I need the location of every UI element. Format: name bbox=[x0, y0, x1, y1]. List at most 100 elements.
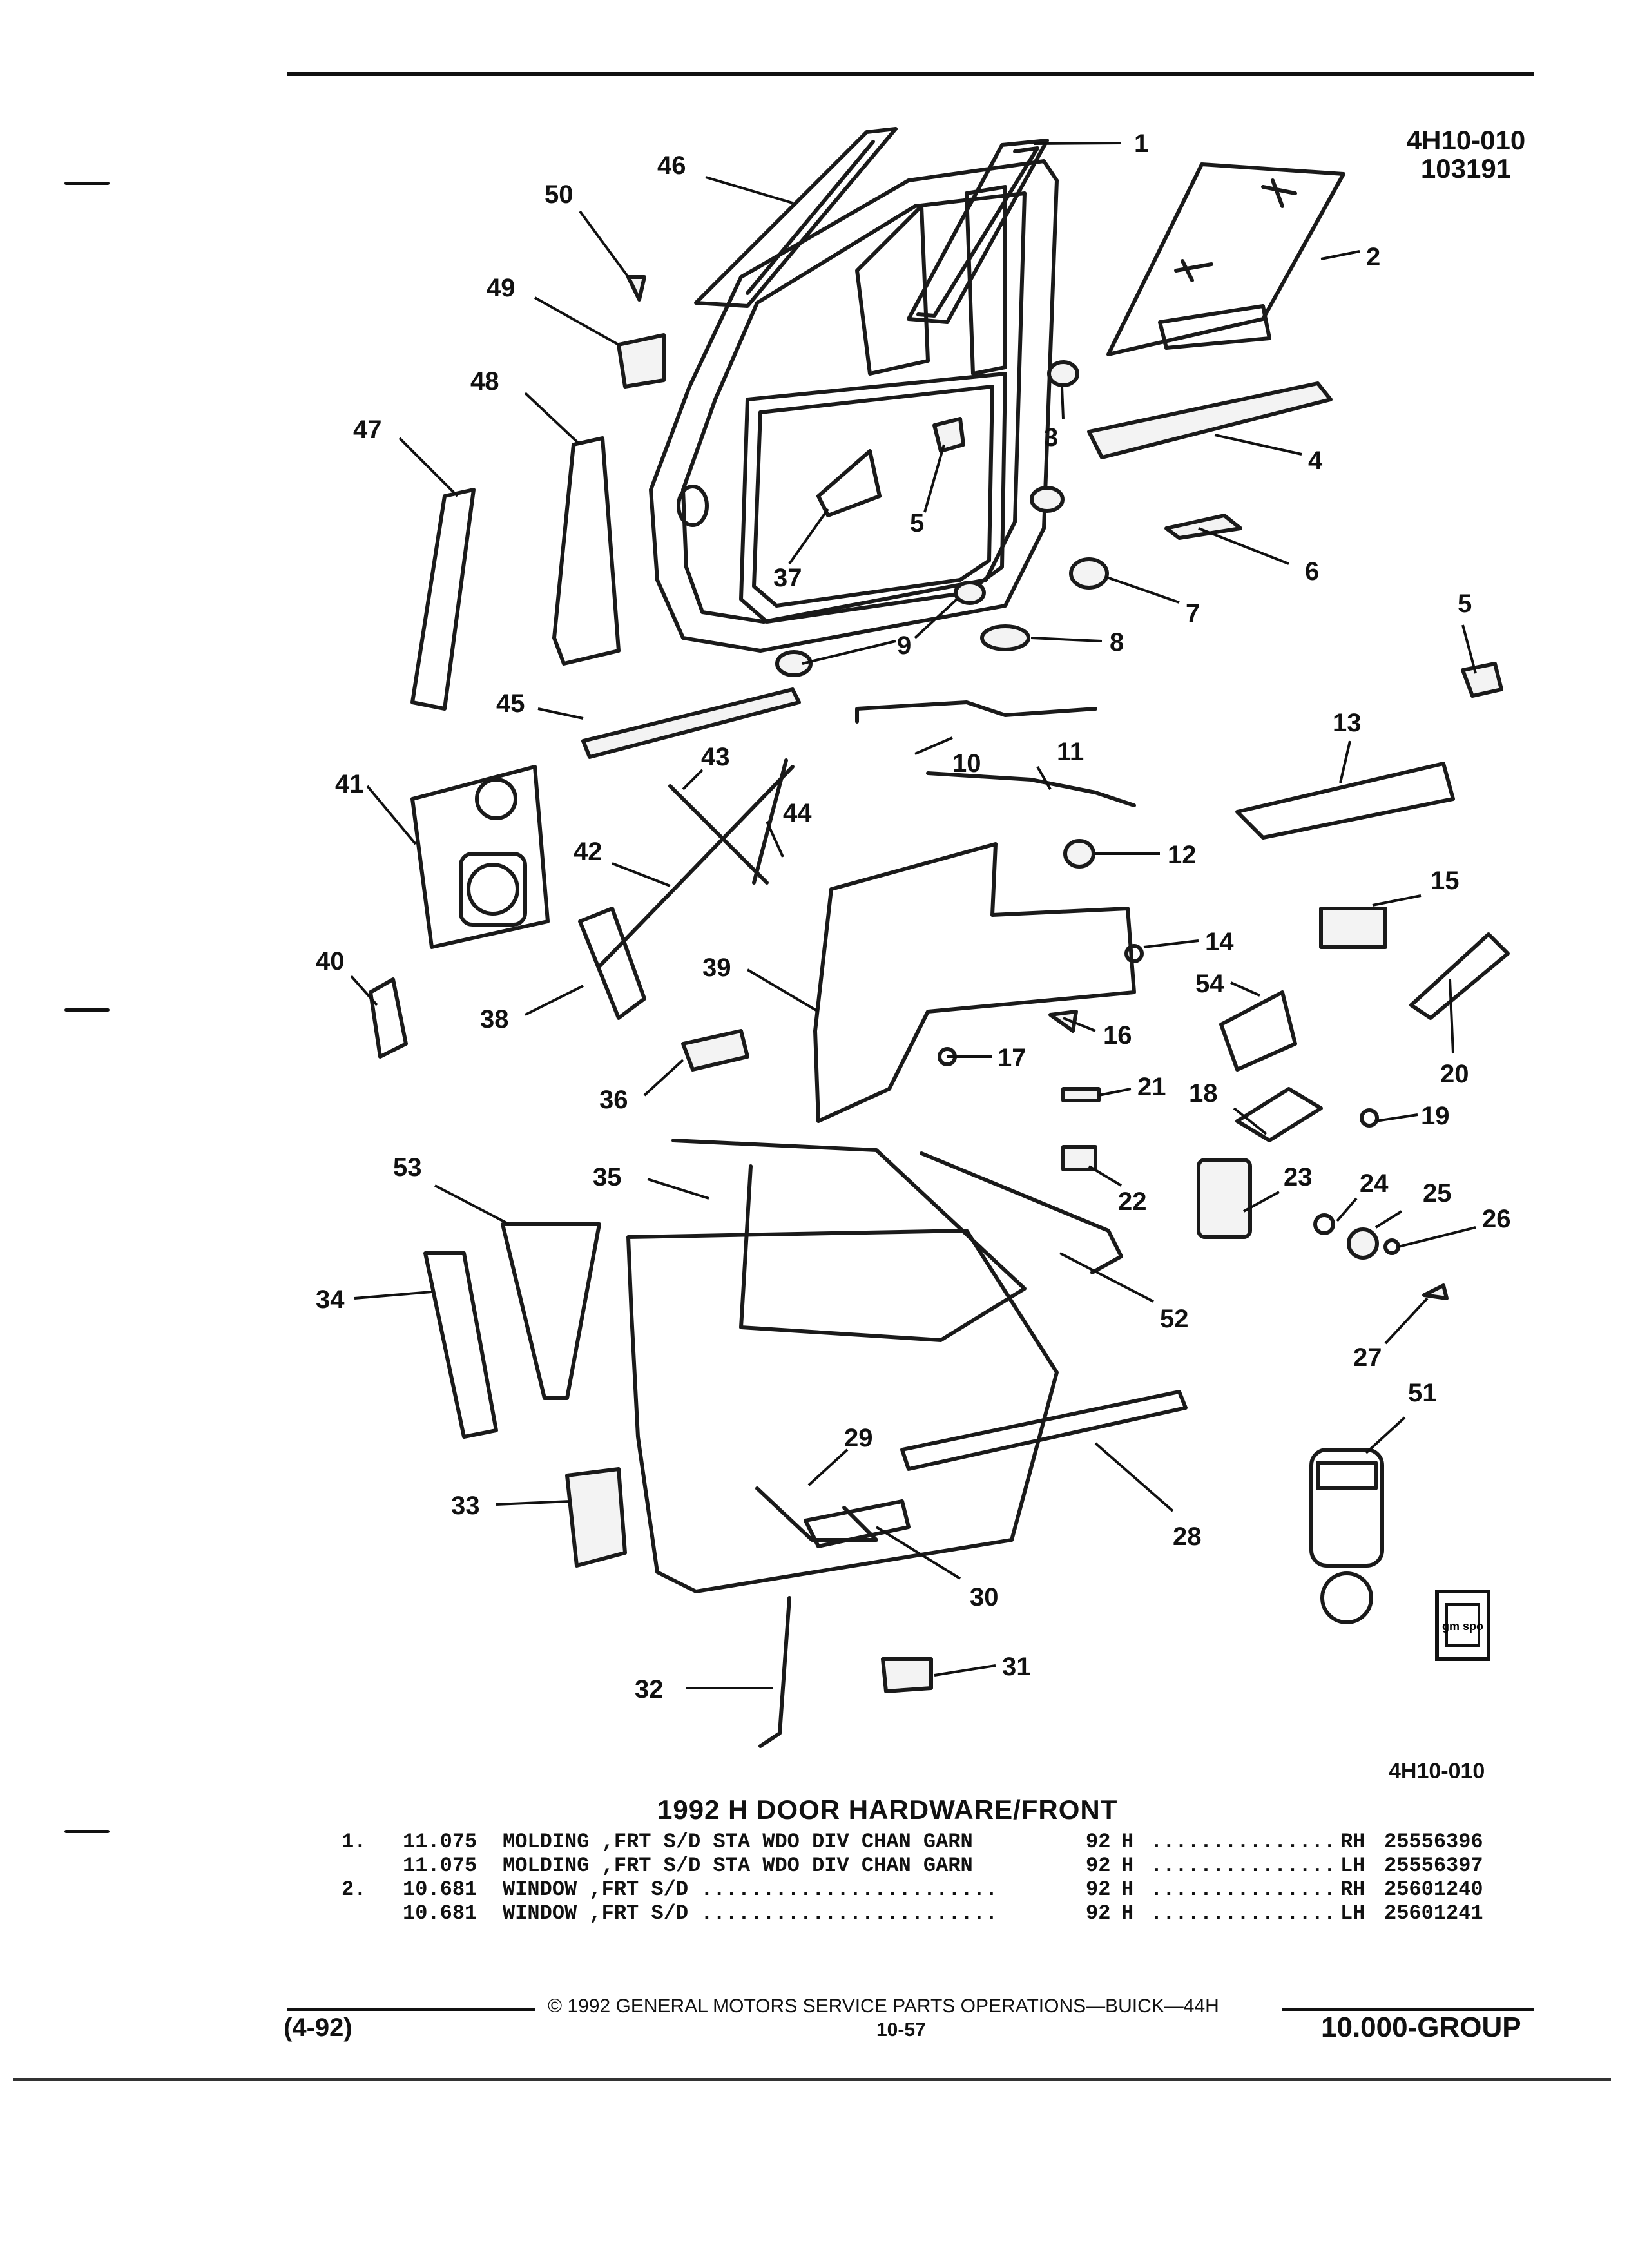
description: WINDOW ,FRT S/D ........................ bbox=[503, 1901, 998, 1925]
callout-36: 36 bbox=[599, 1086, 628, 1114]
callout-46: 46 bbox=[657, 151, 686, 180]
margin-tick bbox=[64, 182, 110, 185]
callout-38: 38 bbox=[480, 1005, 509, 1033]
bottom-rule bbox=[13, 2078, 1611, 2081]
callout-30: 30 bbox=[970, 1583, 999, 1611]
illustration-code: 4H10-010 103191 bbox=[1395, 126, 1537, 183]
group-number: 10.000-GROUP bbox=[1321, 2012, 1521, 2043]
part-2-window bbox=[1106, 162, 1345, 356]
part-number: 25556397 bbox=[1384, 1854, 1483, 1878]
callout-43: 43 bbox=[701, 743, 730, 771]
table-row: 2. 10.681 WINDOW ,FRT S/D ..............… bbox=[342, 1878, 1483, 1901]
part-7-plug bbox=[1069, 557, 1109, 590]
part-52-molding bbox=[920, 1151, 1123, 1274]
part-46-molding bbox=[694, 127, 898, 308]
callout-9: 9 bbox=[897, 631, 911, 660]
ref-number bbox=[342, 1901, 403, 1925]
callout-49: 49 bbox=[487, 274, 516, 302]
callout-20: 20 bbox=[1440, 1060, 1469, 1088]
callout-8: 8 bbox=[1110, 628, 1124, 657]
illustration-number: 103191 bbox=[1420, 153, 1512, 184]
part-48-channel bbox=[552, 436, 621, 666]
revision-date: (4-92) bbox=[284, 2013, 352, 2042]
part-number: 25601240 bbox=[1384, 1878, 1483, 1901]
callout-14: 14 bbox=[1205, 928, 1234, 956]
callout-48: 48 bbox=[470, 367, 499, 396]
margin-tick bbox=[64, 1008, 110, 1012]
part-5-clip-right bbox=[1461, 662, 1503, 698]
series: H bbox=[1121, 1830, 1134, 1854]
table-row: 10.681 WINDOW ,FRT S/D .................… bbox=[342, 1901, 1483, 1925]
callout-17: 17 bbox=[998, 1044, 1027, 1072]
copyright-line: © 1992 GENERAL MOTORS SERVICE PARTS OPER… bbox=[548, 1995, 1219, 2017]
illustration-code-text: 4H10-010 bbox=[1406, 125, 1526, 155]
side: RH bbox=[1340, 1878, 1365, 1901]
margin-tick bbox=[64, 1830, 110, 1833]
year: 92 bbox=[1086, 1830, 1111, 1854]
part-11-rod bbox=[926, 771, 1136, 807]
parts-list: 1. 11.075 MOLDING ,FRT S/D STA WDO DIV C… bbox=[342, 1830, 1483, 1925]
part-1-molding bbox=[907, 139, 1049, 324]
part-23-motor bbox=[1197, 1158, 1252, 1239]
part-3-bumper bbox=[1030, 360, 1079, 513]
part-10-rod bbox=[855, 700, 1097, 724]
year: 92 bbox=[1086, 1901, 1111, 1925]
illustration-code: 10.681 bbox=[403, 1901, 477, 1925]
front-door-frame bbox=[649, 159, 1059, 653]
series: H bbox=[1121, 1901, 1134, 1925]
callout-21: 21 bbox=[1137, 1073, 1166, 1101]
callout-33: 33 bbox=[451, 1492, 480, 1520]
illustration-code: 11.075 bbox=[403, 1830, 477, 1854]
callout-5: 5 bbox=[910, 509, 924, 537]
callout-22: 22 bbox=[1118, 1187, 1147, 1216]
part-53-channel bbox=[501, 1222, 601, 1400]
part-35-frame bbox=[671, 1139, 1027, 1342]
callout-1: 1 bbox=[1134, 130, 1148, 158]
page-title: 1992 H DOOR HARDWARE/FRONT bbox=[657, 1794, 1118, 1825]
callout-45: 45 bbox=[496, 689, 525, 718]
callout-15: 15 bbox=[1431, 867, 1460, 895]
part-8-grommet bbox=[980, 624, 1030, 651]
callout-54: 54 bbox=[1195, 970, 1224, 998]
callout-26: 26 bbox=[1482, 1205, 1511, 1233]
callout-4: 4 bbox=[1308, 447, 1323, 475]
callout-44: 44 bbox=[783, 799, 812, 827]
part-24-screw bbox=[1313, 1213, 1335, 1235]
part-25-spool bbox=[1347, 1227, 1379, 1260]
part-4-channel bbox=[1087, 381, 1333, 459]
description: MOLDING ,FRT S/D STA WDO DIV CHAN GARN bbox=[503, 1854, 973, 1878]
ref-number: 2. bbox=[342, 1878, 367, 1901]
callout-12: 12 bbox=[1168, 841, 1197, 869]
callout-27: 27 bbox=[1353, 1343, 1382, 1372]
part-6-bracket bbox=[1164, 514, 1242, 540]
callout-47: 47 bbox=[353, 416, 382, 444]
dot-leader: ............... bbox=[1150, 1878, 1336, 1901]
part-20-bracket bbox=[1409, 932, 1510, 1020]
callout-53: 53 bbox=[393, 1153, 422, 1182]
callout-52: 52 bbox=[1160, 1305, 1189, 1333]
part-41-speaker bbox=[410, 765, 550, 949]
part-33-latch bbox=[565, 1467, 627, 1568]
callout-numbers: 1 2 3 4 5 5 6 7 8 9 10 11 12 13 14 15 16… bbox=[316, 130, 1511, 1704]
side: LH bbox=[1340, 1854, 1365, 1878]
part-27-clip bbox=[1422, 1283, 1449, 1300]
part-54-lock-cylinder bbox=[1219, 990, 1297, 1072]
leader-lines bbox=[350, 142, 1477, 1689]
part-22-block bbox=[1061, 1145, 1097, 1171]
part-47-channel bbox=[410, 488, 476, 711]
description: WINDOW ,FRT S/D ........................ bbox=[503, 1878, 998, 1901]
part-49-cover bbox=[617, 333, 666, 389]
series: H bbox=[1121, 1878, 1134, 1901]
side: RH bbox=[1340, 1830, 1365, 1854]
callout-19: 19 bbox=[1421, 1102, 1450, 1130]
side: LH bbox=[1340, 1901, 1365, 1925]
part-32-rod bbox=[758, 1596, 791, 1748]
callout-35: 35 bbox=[593, 1163, 622, 1191]
part-15-bracket bbox=[1319, 907, 1387, 949]
callout-50: 50 bbox=[545, 180, 574, 209]
callout-29: 29 bbox=[844, 1424, 873, 1452]
series: H bbox=[1121, 1854, 1134, 1878]
part-28-molding bbox=[900, 1390, 1188, 1471]
part-number: 25601241 bbox=[1384, 1901, 1483, 1925]
callout-7: 7 bbox=[1186, 599, 1200, 628]
